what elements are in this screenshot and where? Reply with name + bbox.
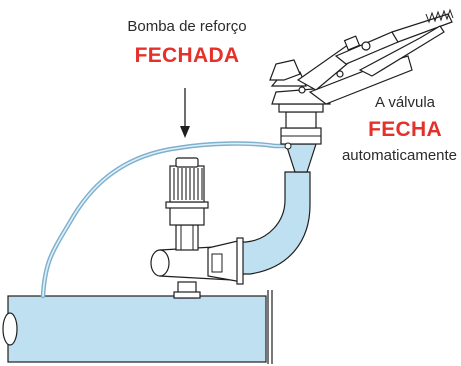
down-arrow-icon bbox=[180, 88, 190, 138]
sprinkler-spring bbox=[425, 8, 454, 24]
pump-caption: Bomba de reforço bbox=[127, 18, 247, 35]
pump-suction bbox=[173, 281, 201, 299]
pump-motor bbox=[165, 157, 209, 251]
valve-state: FECHA bbox=[368, 118, 442, 141]
pump-state: FECHADA bbox=[134, 44, 240, 67]
main-pipe bbox=[2, 290, 273, 364]
valve-assembly bbox=[278, 103, 324, 173]
pump-body bbox=[150, 237, 244, 285]
valve-suffix: automaticamente bbox=[341, 147, 458, 164]
sprinkler-gun bbox=[269, 13, 453, 105]
valve-caption: A válvula bbox=[374, 94, 436, 111]
elbow-pipe bbox=[237, 171, 311, 275]
